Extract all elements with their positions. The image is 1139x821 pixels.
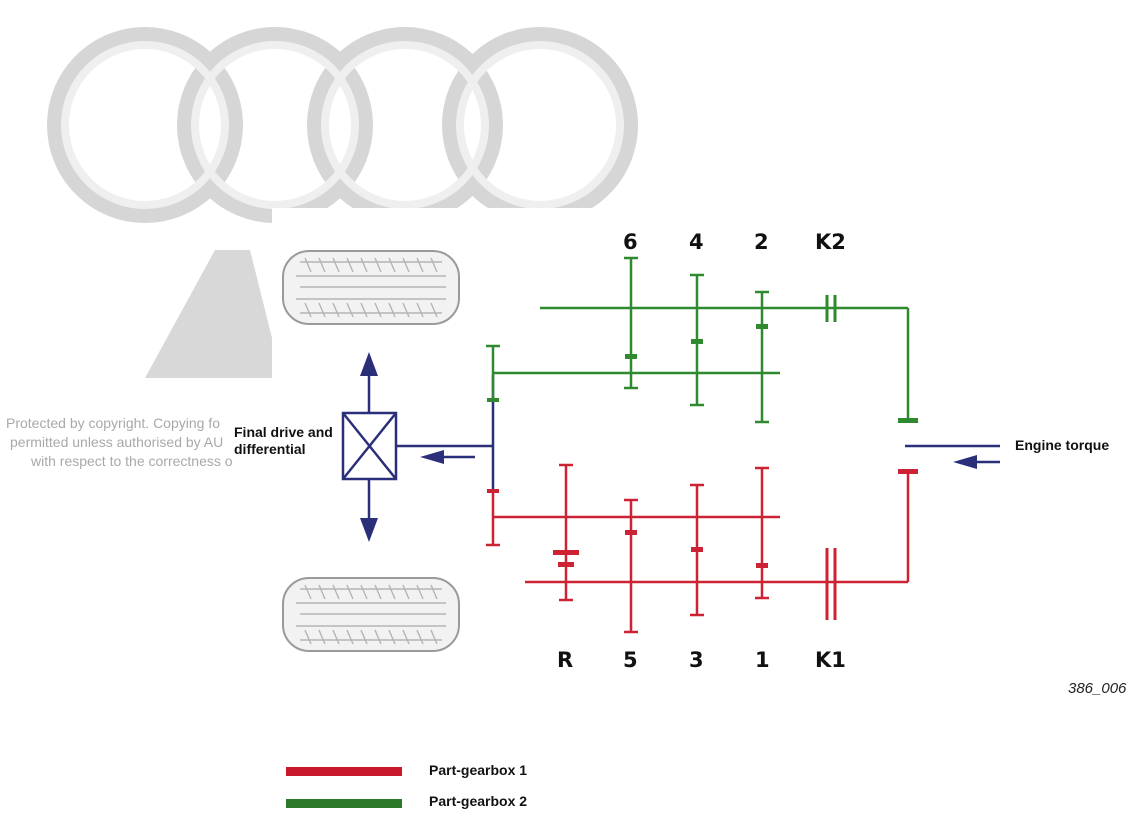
tire-top-icon (282, 250, 460, 325)
legend-swatch-green (286, 799, 402, 808)
final-drive-label-2: differential (234, 441, 306, 457)
arrow-up-icon (360, 352, 378, 376)
arrow-left-output-icon (420, 450, 444, 464)
watermark-ring-1 (47, 27, 243, 223)
clutch-label-k2: K2 (815, 230, 846, 254)
gear-label-1: 1 (755, 648, 770, 672)
tire-bottom-icon (282, 577, 460, 652)
gear-label-2: 2 (754, 230, 769, 254)
final-drive-label: Final drive and (234, 424, 333, 440)
watermark-text-3: with respect to the correctness o (31, 453, 233, 469)
arrow-left-input-icon (953, 455, 977, 469)
figure-id: 386_006 (1068, 680, 1127, 697)
engine-torque-label: Engine torque (1015, 437, 1110, 453)
watermark-text-2: permitted unless authorised by AU (10, 434, 224, 450)
gear-label-6: 6 (623, 230, 638, 254)
watermark-letter-a (145, 250, 282, 378)
arrow-down-icon (360, 518, 378, 542)
gear-label-4: 4 (689, 230, 704, 254)
gear-label-r: R (557, 648, 574, 672)
clutch-label-k1: K1 (815, 648, 846, 672)
gear-label-5: 5 (623, 648, 638, 672)
legend-swatch-red (286, 767, 402, 776)
watermark-text-1: Protected by copyright. Copying fo (6, 415, 221, 431)
gear-label-3: 3 (689, 648, 704, 672)
legend-label-part-gearbox-2: Part-gearbox 2 (429, 793, 528, 809)
legend-label-part-gearbox-1: Part-gearbox 1 (429, 762, 528, 778)
part-gearbox-1 (486, 463, 910, 634)
